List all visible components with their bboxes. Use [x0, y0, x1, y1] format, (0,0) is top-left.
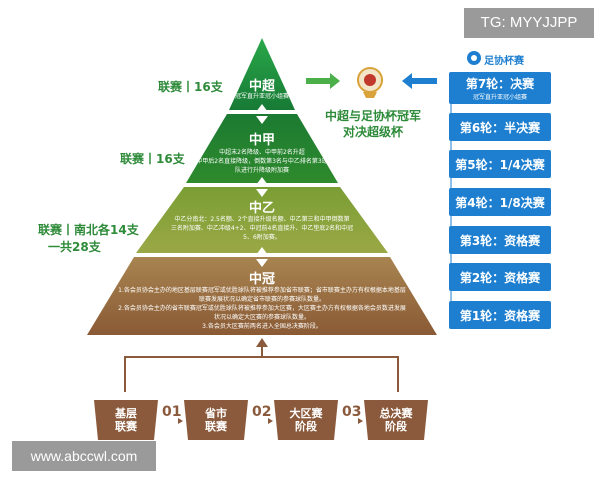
stage-line: 阶段	[295, 420, 317, 433]
tier-cl1-desc-line: 中甲后2名直接降级，倒数第3名与中乙排名第3球	[196, 158, 328, 165]
stage-provincial: 省市 联赛	[184, 400, 248, 440]
blue-arrow	[402, 73, 437, 89]
round-5-label: 第5轮：1/4决赛	[455, 157, 545, 172]
round-6-box: 第6轮：半决赛	[449, 113, 551, 141]
round-7-label: 第7轮：决赛	[465, 77, 535, 91]
tier-cl2-desc: 中乙分南北：2.5名额、2个直接升级名额、中乙第三和中甲倒数第 三名附加赛、中乙…	[160, 215, 364, 242]
round-4-label: 第4轮：1/8决赛	[455, 195, 545, 210]
stage-number-2: 02	[252, 404, 272, 420]
tier-amateur-desc: 1.各会员协会主办的地区基层联赛冠军或优胜球队将被推荐参加省市联赛；省市联赛主办…	[118, 286, 406, 331]
cup-logo-text: 足协杯赛	[484, 56, 524, 67]
logo-icon	[467, 51, 481, 65]
round-1-label: 第1轮：资格赛	[459, 308, 541, 323]
stage-arrow-1	[178, 418, 183, 424]
tier-cl1-shape	[186, 114, 338, 183]
super-cup-line1: 中超与足协杯冠军	[324, 109, 421, 123]
stage-arrow-2	[268, 418, 273, 424]
tier-amateur-desc-line: 状况以确定大区赛的参赛球队数量。	[213, 314, 310, 321]
round-3-box: 第3轮：资格赛	[449, 226, 551, 254]
tier-amateur-desc-line: 1.各会员协会主办的地区基层联赛冠军或优胜球队将被推荐参加省市联赛；省市联赛主办…	[118, 287, 406, 294]
watermark-label: TG: MYYJJPP	[464, 8, 594, 38]
round-4-box: 第4轮：1/8决赛	[449, 188, 551, 216]
csl-label: 联赛丨16支	[158, 80, 223, 94]
stage-line: 联赛	[115, 420, 137, 433]
tier-cl2-title: 中乙	[248, 201, 275, 216]
stage-shape-4	[364, 400, 428, 440]
round-1-box: 第1轮：资格赛	[449, 301, 551, 329]
round-2-box: 第2轮：资格赛	[449, 263, 551, 291]
stage-line: 阶段	[385, 420, 407, 433]
tier-cl2-desc-line: 中乙分南北：2.5名额、2个直接升级名额、中乙第三和中甲倒数第	[174, 216, 350, 223]
stage-bracket	[124, 356, 399, 392]
stage-line: 大区赛	[289, 407, 323, 420]
stage-line: 基层	[115, 407, 137, 420]
site-watermark: www.abccwl.com	[12, 441, 156, 471]
tier-amateur-desc-line: 3.各会员大区赛前两名进入全国总决赛阶段。	[202, 323, 322, 330]
super-cup-text: 中超与足协杯冠军 对决超级杯	[308, 108, 438, 140]
stage-bracket-arrow	[256, 338, 268, 347]
tier-amateur-desc-line: 2.各会员协会主办的省市联赛冠军或优胜球队将被推荐参加大区赛，大区赛主办方有权根…	[118, 305, 406, 312]
green-arrow	[306, 73, 340, 89]
tier-cl1-desc-line: 中超末2名降级、中甲前2名升超	[219, 149, 305, 156]
tier-csl-shape	[229, 38, 295, 110]
round-6-label: 第6轮：半决赛	[459, 120, 541, 135]
stage-shape-3	[274, 400, 338, 440]
stage-grassroots: 基层 联赛	[94, 400, 158, 440]
arrow-up-1	[256, 104, 268, 112]
tier-cl2-shape	[136, 187, 388, 253]
stage-line: 省市	[205, 407, 227, 420]
tier-csl-desc: 冠军直升亚冠小组赛	[234, 93, 289, 100]
tier-cl2-desc-line: 三名附加赛、中乙冲级4+2、中冠前4名直接升、中乙垫底2名和中冠	[170, 225, 354, 232]
stage-regional: 大区赛 阶段	[274, 400, 338, 440]
round-5-box: 第5轮：1/4决赛	[449, 150, 551, 178]
tier-cl2-desc-line: 5、6附加赛。	[243, 234, 281, 241]
stage-shape-1	[94, 400, 158, 440]
cl2-label-line2: 一共28支	[48, 240, 101, 254]
tier-amateur-title: 中冠	[248, 272, 275, 287]
cl1-label: 联赛丨16支	[120, 152, 185, 166]
cup-icon	[357, 67, 383, 98]
tier-csl-title: 中超	[248, 79, 275, 94]
round-2-label: 第2轮：资格赛	[459, 270, 541, 285]
tier-cl1-title: 中甲	[248, 133, 275, 148]
stage-number-1: 01	[162, 404, 182, 420]
arrow-up-2	[256, 177, 268, 185]
stage-finals: 总决赛 阶段	[364, 400, 428, 440]
arrow-down-2	[256, 189, 268, 197]
super-cup-line2: 对决超级杯	[342, 125, 403, 139]
stage-line: 总决赛	[379, 407, 413, 420]
round-3-label: 第3轮：资格赛	[459, 233, 541, 248]
round-7-sub: 冠军直升亚冠小组赛	[472, 94, 527, 101]
tier-amateur-desc-line: 联赛发展状况以确定省市联赛的参赛球队数量。	[198, 296, 325, 303]
arrow-up-3	[256, 247, 268, 255]
tier-cl1-desc: 中超末2名降级、中甲前2名升超 中甲后2名直接降级，倒数第3名与中乙排名第3球 …	[190, 148, 334, 175]
stage-arrow-3	[358, 418, 363, 424]
stage-line: 联赛	[205, 420, 227, 433]
arrow-down-1	[256, 116, 268, 124]
stage-shape-2	[184, 400, 248, 440]
cl2-label-line1: 联赛丨南北各14支	[38, 223, 139, 237]
tier-cl1-desc-line: 队进行升降级附加赛	[234, 167, 289, 174]
round-7-box: 第7轮：决赛 冠军直升亚冠小组赛	[449, 72, 551, 104]
arrow-down-3	[256, 259, 268, 267]
stage-number-3: 03	[342, 404, 362, 420]
tier-amateur-shape	[87, 257, 437, 335]
